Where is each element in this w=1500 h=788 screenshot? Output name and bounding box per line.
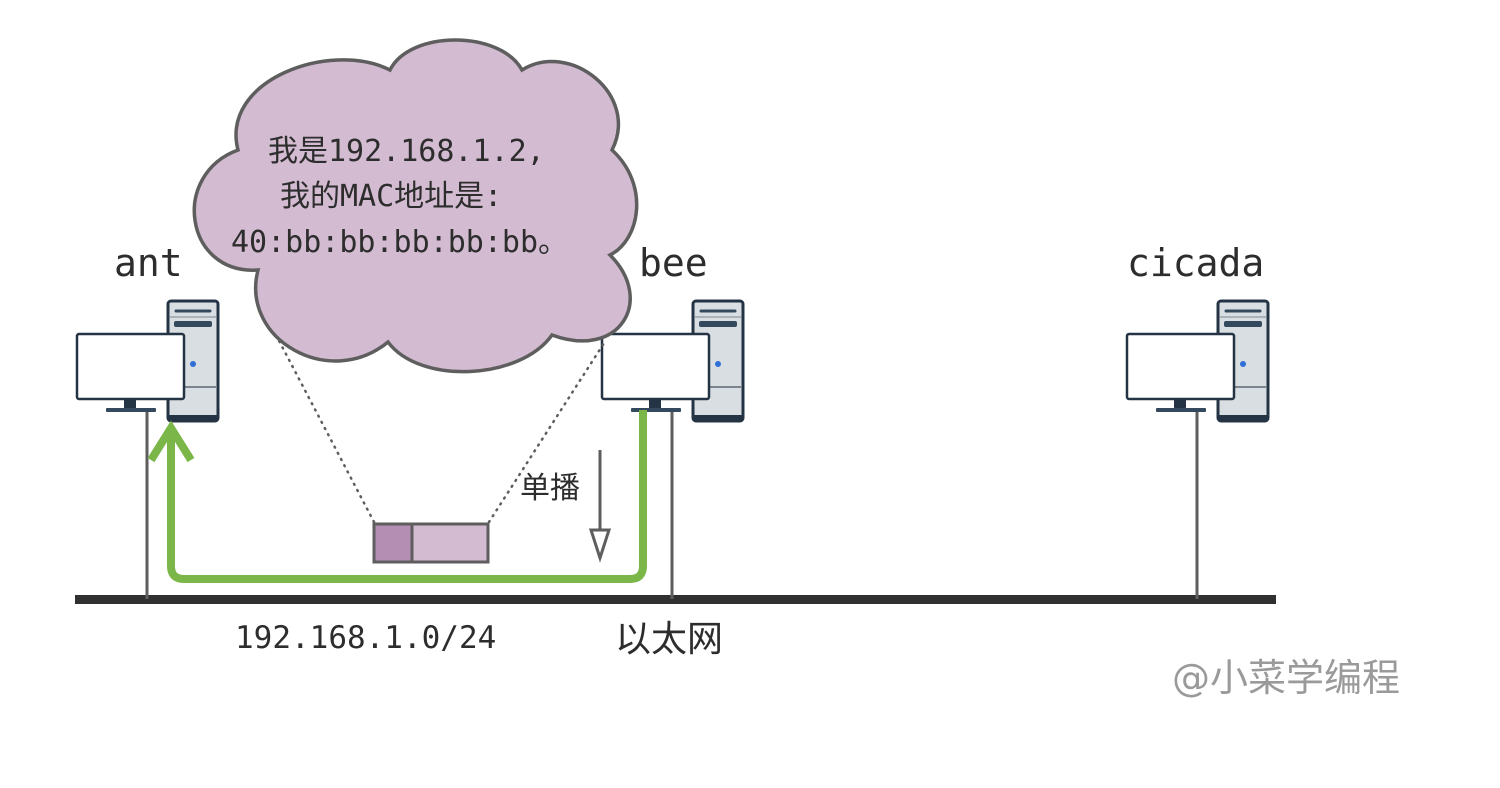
frame-packet	[372, 522, 490, 564]
cloud-text: 我是192.168.1.2, 我的MAC地址是: 40:bb:bb:bb:bb:…	[231, 134, 568, 260]
host-bee[interactable]: bee	[600, 241, 745, 423]
computer-icon	[1125, 299, 1270, 423]
computer-icon	[75, 299, 220, 423]
arrow-down-icon	[588, 528, 612, 563]
cloud-line-3: 40:bb:bb:bb:bb:bb。	[231, 225, 568, 260]
host-ant[interactable]: ant	[75, 241, 220, 423]
ethernet-label: 以太网	[615, 619, 723, 660]
frame-header	[372, 522, 414, 564]
arrow-up-icon	[147, 420, 195, 463]
cloud-line-2: 我的MAC地址是:	[280, 179, 502, 214]
unicast-path	[167, 410, 647, 583]
watermark: @小菜学编程	[1172, 656, 1400, 700]
cloud-bubble	[192, 38, 639, 374]
host-label-bee: bee	[639, 241, 708, 285]
host-cicada[interactable]: cicada	[1125, 241, 1270, 423]
ethernet-bus	[75, 595, 1276, 604]
unicast-label: 单播	[520, 471, 580, 506]
host-label-ant: ant	[114, 241, 183, 285]
dotted-connector-left	[274, 333, 376, 524]
host-label-cicada: cicada	[1127, 241, 1264, 285]
cloud-line-1: 我是192.168.1.2,	[268, 134, 545, 169]
dotted-connector-right	[487, 338, 608, 524]
subnet-label: 192.168.1.0/24	[235, 620, 496, 656]
frame-payload	[410, 522, 490, 564]
